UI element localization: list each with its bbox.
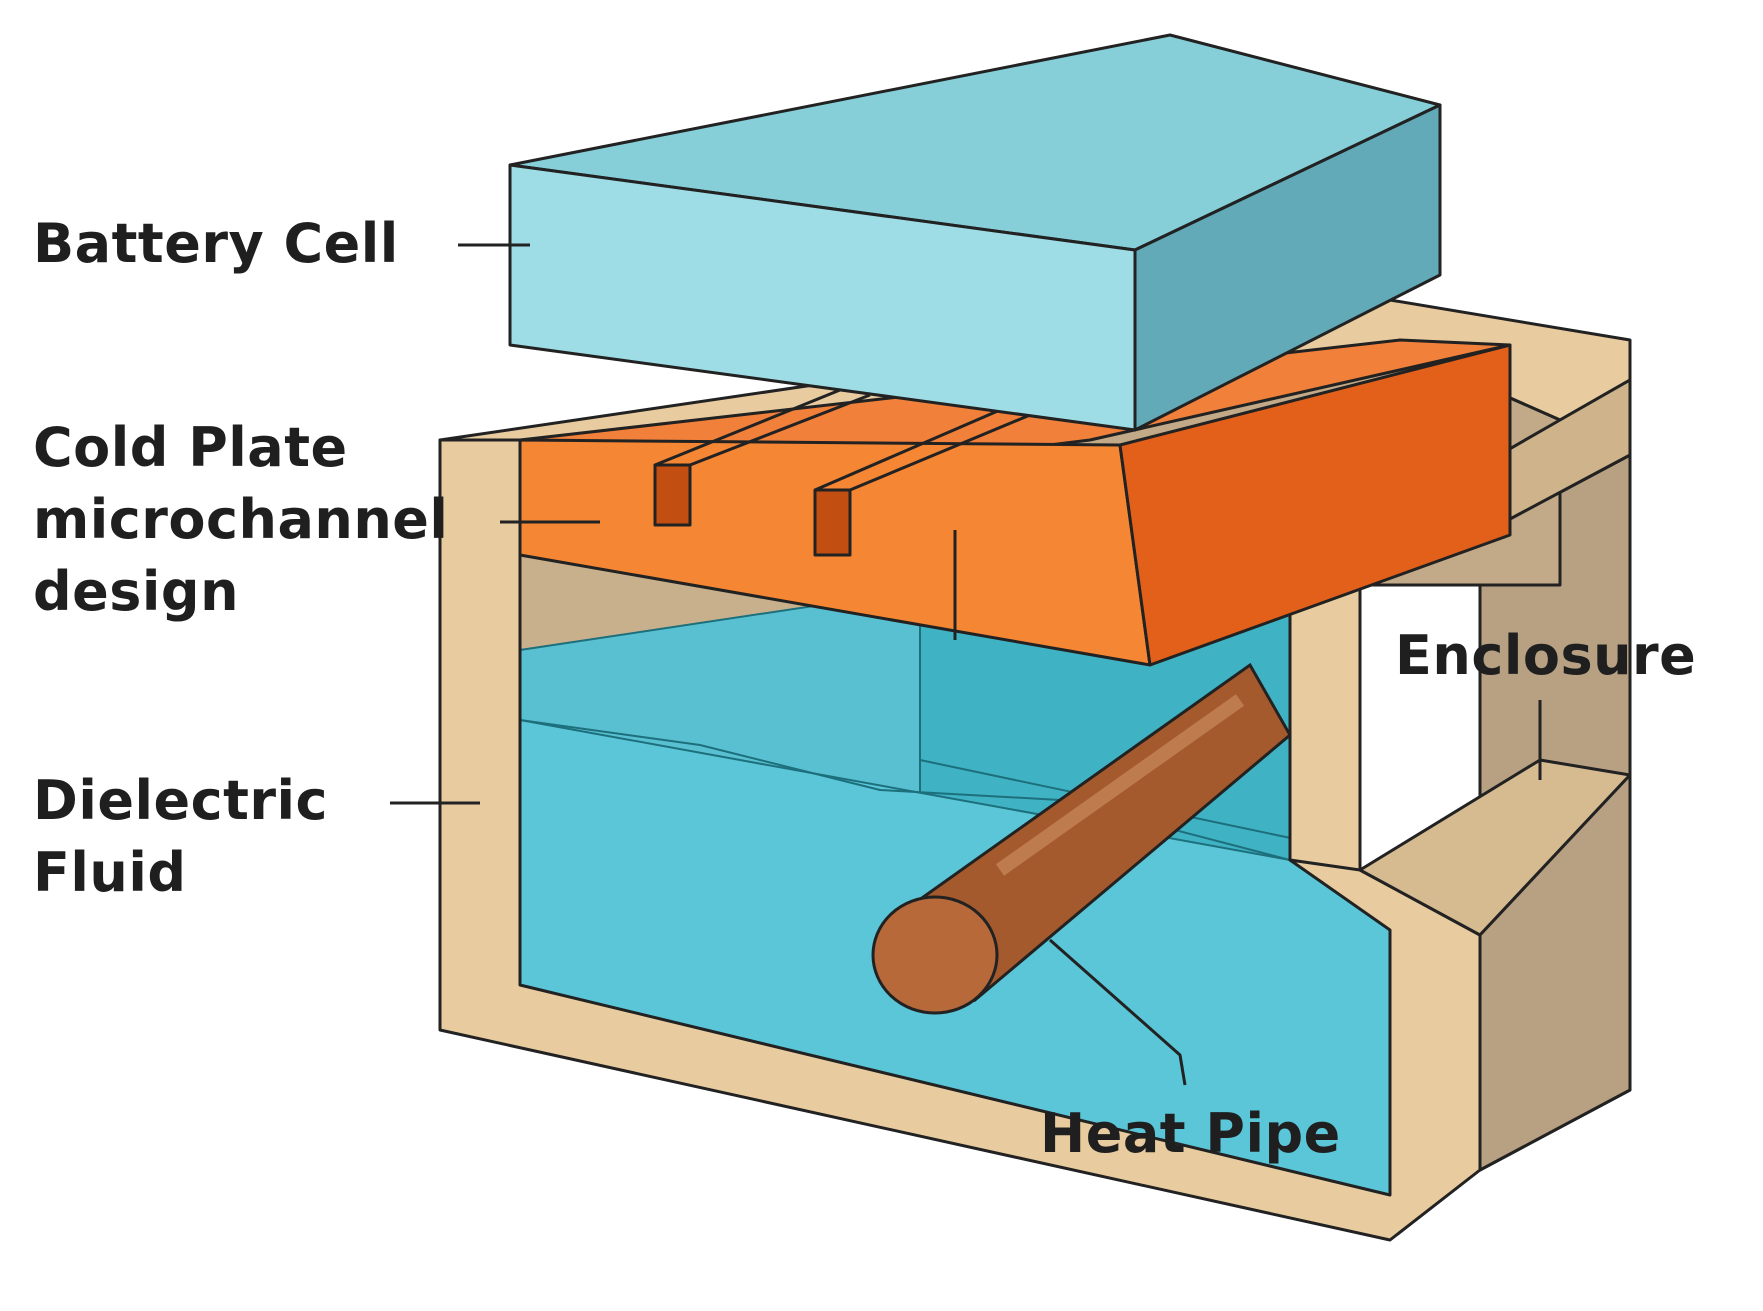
enclosure-step-front (1478, 773, 1632, 1172)
microchannel-line-2 (689, 393, 871, 467)
microchannel-groove-2 (813, 488, 852, 557)
microchannel-line-3 (814, 408, 1001, 492)
dielectric-fluid (519, 588, 1391, 1197)
dielectric-fluid-label: Dielectric Fluid (33, 769, 329, 904)
cold-plate-label: Cold Plate microchannel design (33, 416, 449, 623)
heat-pipe-label: Heat Pipe (1040, 1102, 1341, 1165)
heat-pipe-leader (1049, 938, 1187, 1086)
battery-cell-side (1133, 103, 1442, 432)
microchannel-line-1 (654, 388, 841, 467)
enclosure-label: Enclosure (1395, 624, 1697, 687)
leader-lines (390, 243, 1542, 1086)
microchannel-groove-1 (653, 463, 692, 527)
microchannel-line-4 (849, 413, 1031, 492)
heat-pipe-end (871, 895, 999, 1015)
enclosure-right-front (1288, 573, 1362, 872)
battery-cell-label: Battery Cell (33, 212, 399, 275)
cold-plate-side (1118, 343, 1512, 667)
heat-pipe-highlight (995, 694, 1245, 876)
battery-cell (508, 33, 1442, 432)
